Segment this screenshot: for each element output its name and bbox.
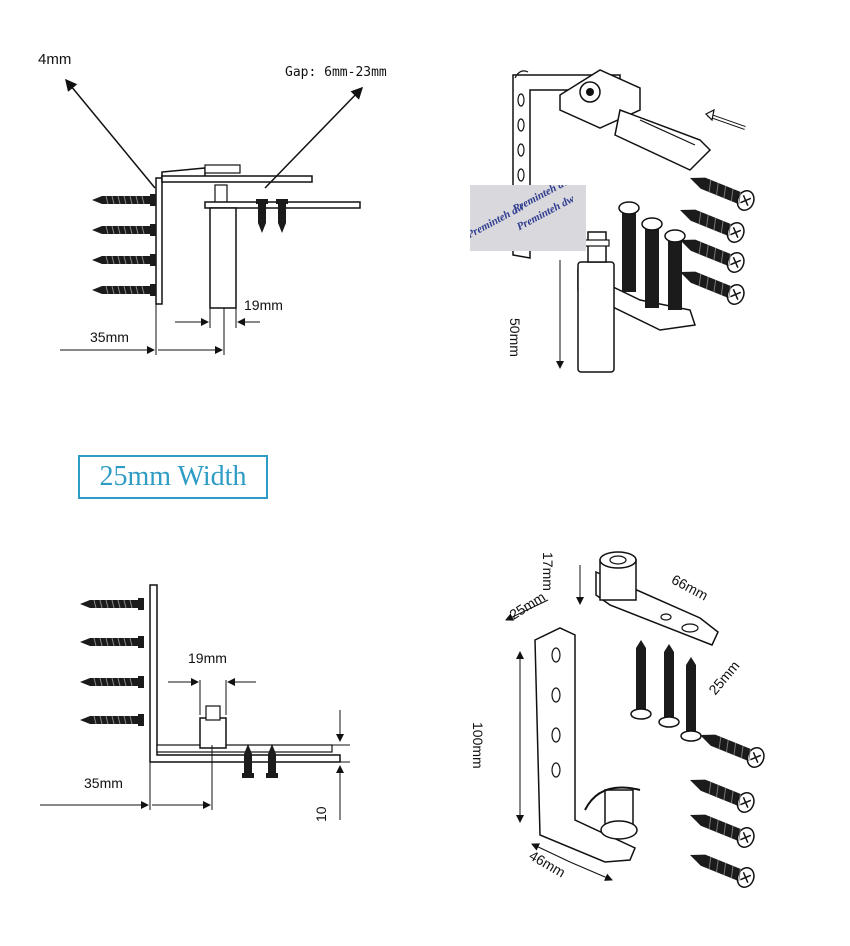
offset-label-bottom: 19mm [188,650,227,666]
depth-label-bottom: 35mm [84,775,123,791]
offset-label-top: 19mm [244,297,283,313]
bracket-plate [155,177,163,305]
title-box: 25mm Width [78,455,268,499]
bottom-left-drawing [40,584,350,820]
slide-plate [614,108,712,171]
height-label-bottom: 10 [313,806,329,822]
depth-label-top: 35mm [90,329,129,345]
pin-height-label: 17mm [540,552,556,591]
pivot-pin [209,207,237,309]
height-label-top: 50mm [507,318,523,357]
top-plate [161,175,313,183]
pivot-pin [199,717,227,749]
vertical-screw [622,212,636,292]
bottom-pin [577,261,615,373]
watermark-stamp: Preminteh dw Preminteh dw Preminteh dw [470,185,586,251]
top-left-drawing [60,78,364,355]
l-bracket-side [149,584,341,763]
bracket-height-label: 100mm [470,722,486,769]
l-bracket [534,627,636,863]
gap-label: Gap: 6mm-23mm [285,65,387,80]
bottom-right-drawing [505,551,768,891]
thickness-label: 4mm [38,51,72,68]
title: 25mm Width [99,461,247,492]
